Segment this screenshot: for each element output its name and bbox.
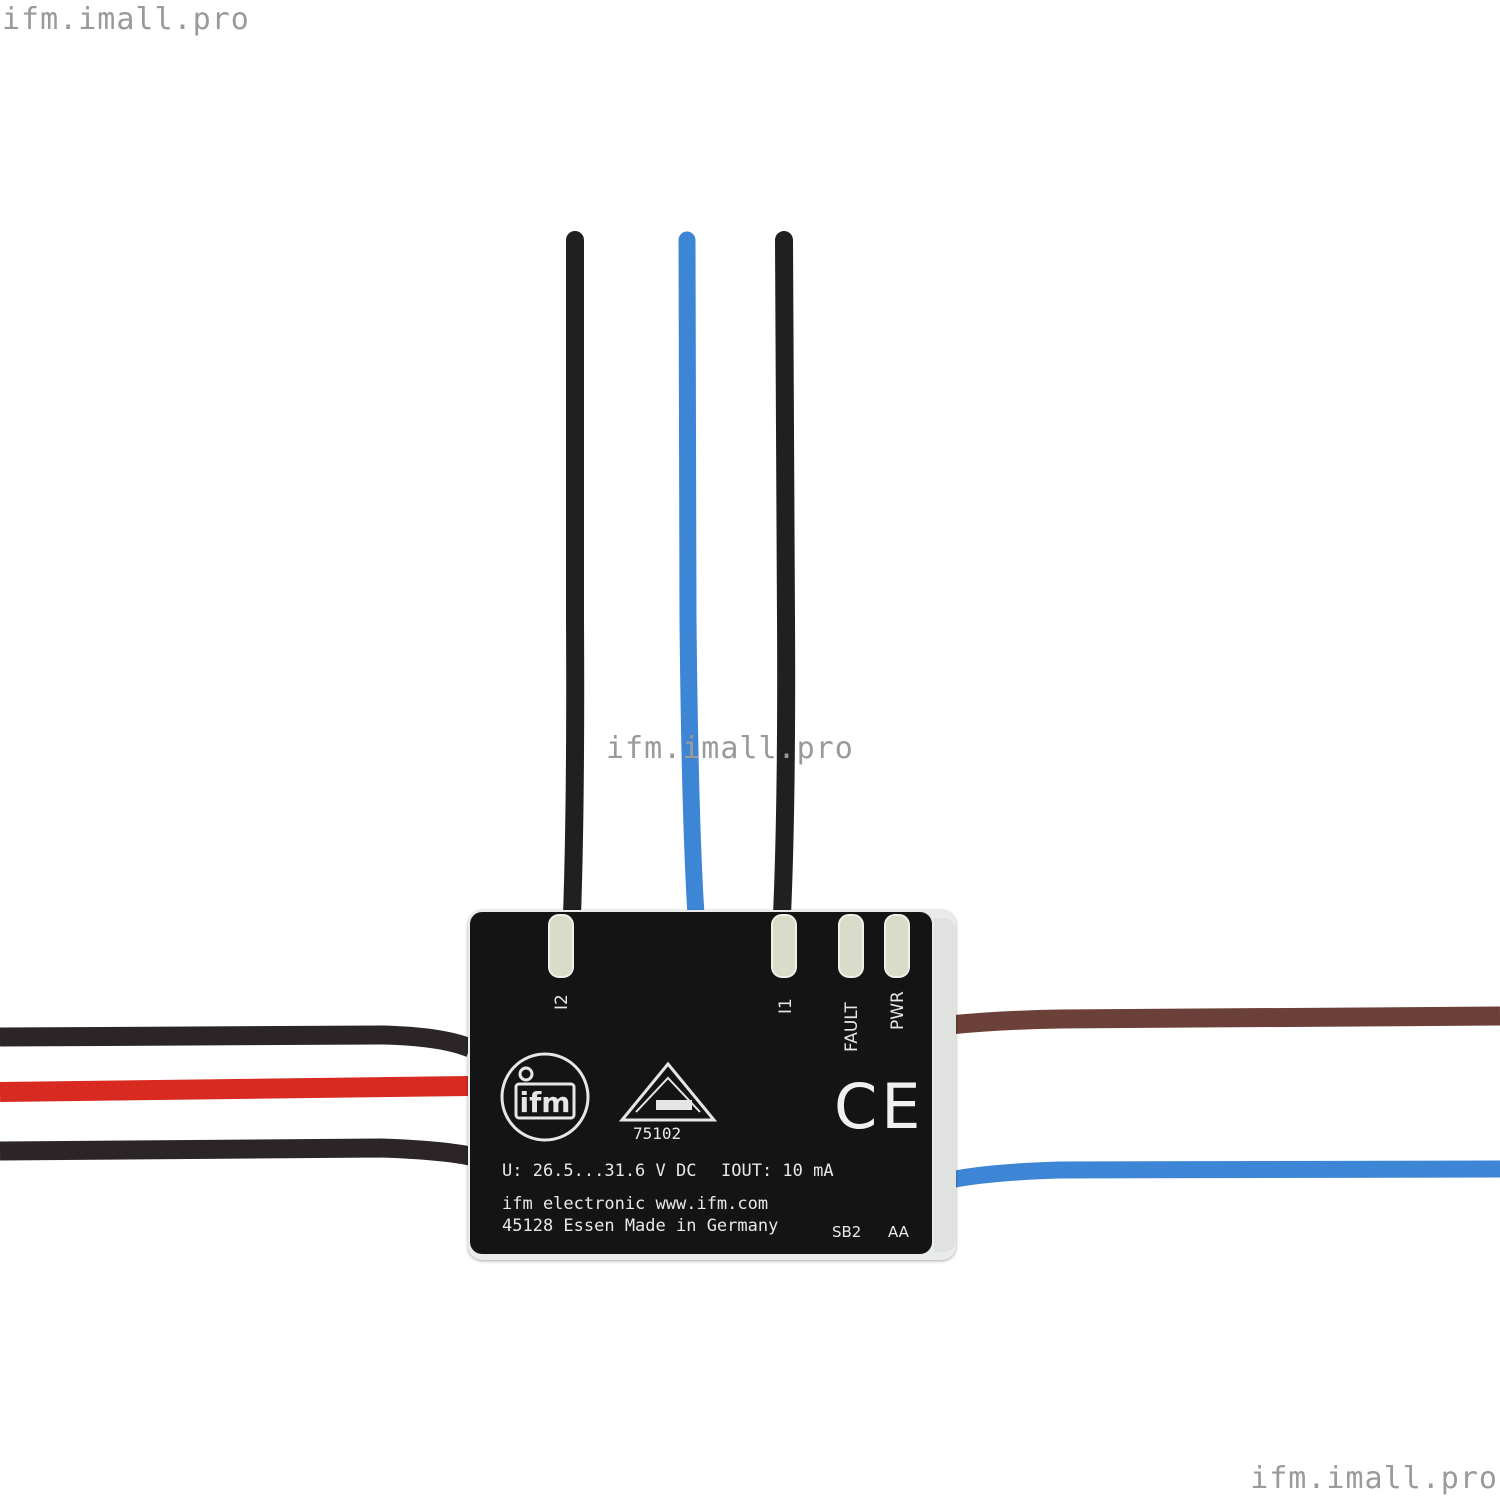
watermark-bottom-right: ifm.imall.pro: [1250, 1461, 1498, 1496]
slot-i2: [548, 914, 574, 978]
asi-module: I2 I1 FAULT PWR ifm 75102 CE U: 26.5...3…: [468, 910, 956, 1260]
led-pwr: [884, 914, 910, 978]
label-pwr: PWR: [888, 991, 908, 1030]
code-sb2: SB2: [832, 1223, 862, 1241]
address-line: 45128 Essen Made in Germany: [502, 1216, 779, 1236]
wire-right-blue: [948, 1160, 1500, 1189]
asi-certification-icon: [618, 1061, 718, 1122]
code-aa: AA: [888, 1223, 909, 1241]
wire-left-black-bottom: [0, 1138, 472, 1166]
led-fault: [838, 914, 864, 978]
watermark-center: ifm.imall.pro: [606, 731, 854, 766]
label-fault: FAULT: [842, 1002, 862, 1052]
wire-right-brown: [949, 1006, 1500, 1035]
slot-i1: [771, 914, 797, 978]
wire-top-black-left: [563, 231, 585, 924]
current-rating: IOUT: 10 mA: [721, 1161, 834, 1181]
voltage-rating: U: 26.5...31.6 V DC: [502, 1161, 697, 1181]
asi-number: 75102: [633, 1124, 682, 1143]
wire-left-black-top: [0, 1025, 474, 1057]
ce-mark: CE: [834, 1070, 925, 1143]
module-side-edge: [934, 918, 956, 1252]
label-i1: I1: [776, 998, 796, 1014]
wire-left-red: [0, 1076, 471, 1102]
watermark-top-left: ifm.imall.pro: [2, 2, 250, 37]
wire-top-blue: [678, 231, 705, 924]
wire-top-black-right: [773, 231, 796, 924]
manufacturer-line: ifm electronic www.ifm.com: [502, 1194, 769, 1214]
label-i2: I2: [552, 994, 572, 1010]
ifm-logo-text: ifm: [520, 1086, 571, 1119]
ifm-logo-icon: ifm: [500, 1052, 590, 1142]
